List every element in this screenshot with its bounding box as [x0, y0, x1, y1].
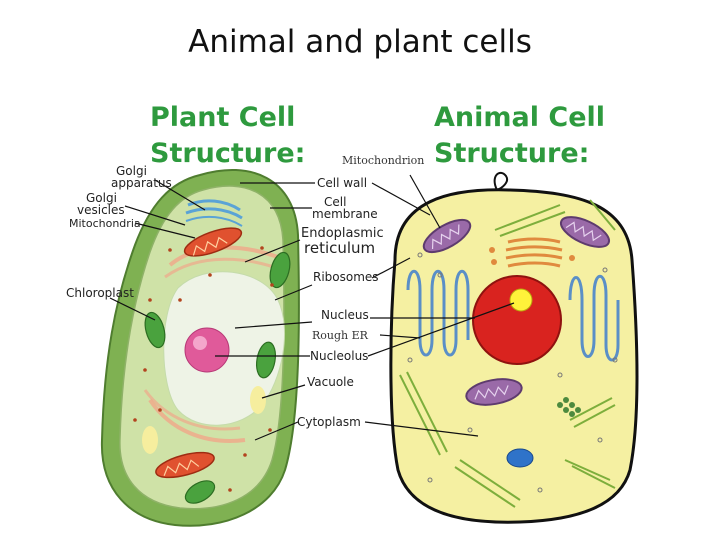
animal-centriole-hook	[495, 173, 507, 190]
animal-lysosome	[507, 449, 533, 467]
label-golgi-apparatus: Golgi apparatus	[116, 165, 172, 189]
line-animal-wall	[372, 183, 430, 215]
label-vacuole: Vacuole	[307, 376, 354, 388]
label-rough-er: Rough ER	[312, 330, 368, 341]
plant-nucleus	[185, 328, 229, 372]
label-cell-membrane-line2: membrane	[312, 208, 378, 220]
label-cell-membrane: Cell membrane	[312, 196, 378, 220]
label-ribosomes: Ribosomes	[313, 271, 379, 283]
label-cytoplasm: Cytoplasm	[297, 416, 361, 428]
plant-vesicle-1	[250, 386, 266, 414]
label-er-line2: reticulum	[304, 241, 384, 256]
label-golgi-vesicles-line2: vesicles	[77, 204, 125, 216]
plant-nucleolus	[193, 336, 207, 350]
label-golgi-vesicles: Golgi vesicles	[80, 192, 125, 216]
label-cell-wall: Cell wall	[317, 177, 367, 189]
label-mitochondrion: Mitochondrion	[342, 155, 424, 166]
animal-nucleus	[473, 276, 561, 364]
animal-cell	[391, 173, 637, 522]
plant-vesicle-2	[142, 426, 158, 454]
label-golgi-apparatus-line2: apparatus	[111, 177, 172, 189]
label-nucleolus: Nucleolus	[310, 350, 368, 362]
label-nucleus: Nucleus	[321, 309, 369, 321]
animal-nucleolus	[510, 289, 532, 311]
label-endoplasmic-reticulum: Endoplasmic reticulum	[301, 226, 384, 256]
label-chloroplast: Chloroplast	[66, 287, 134, 299]
label-mitochondria: Mitochondria	[69, 218, 141, 229]
